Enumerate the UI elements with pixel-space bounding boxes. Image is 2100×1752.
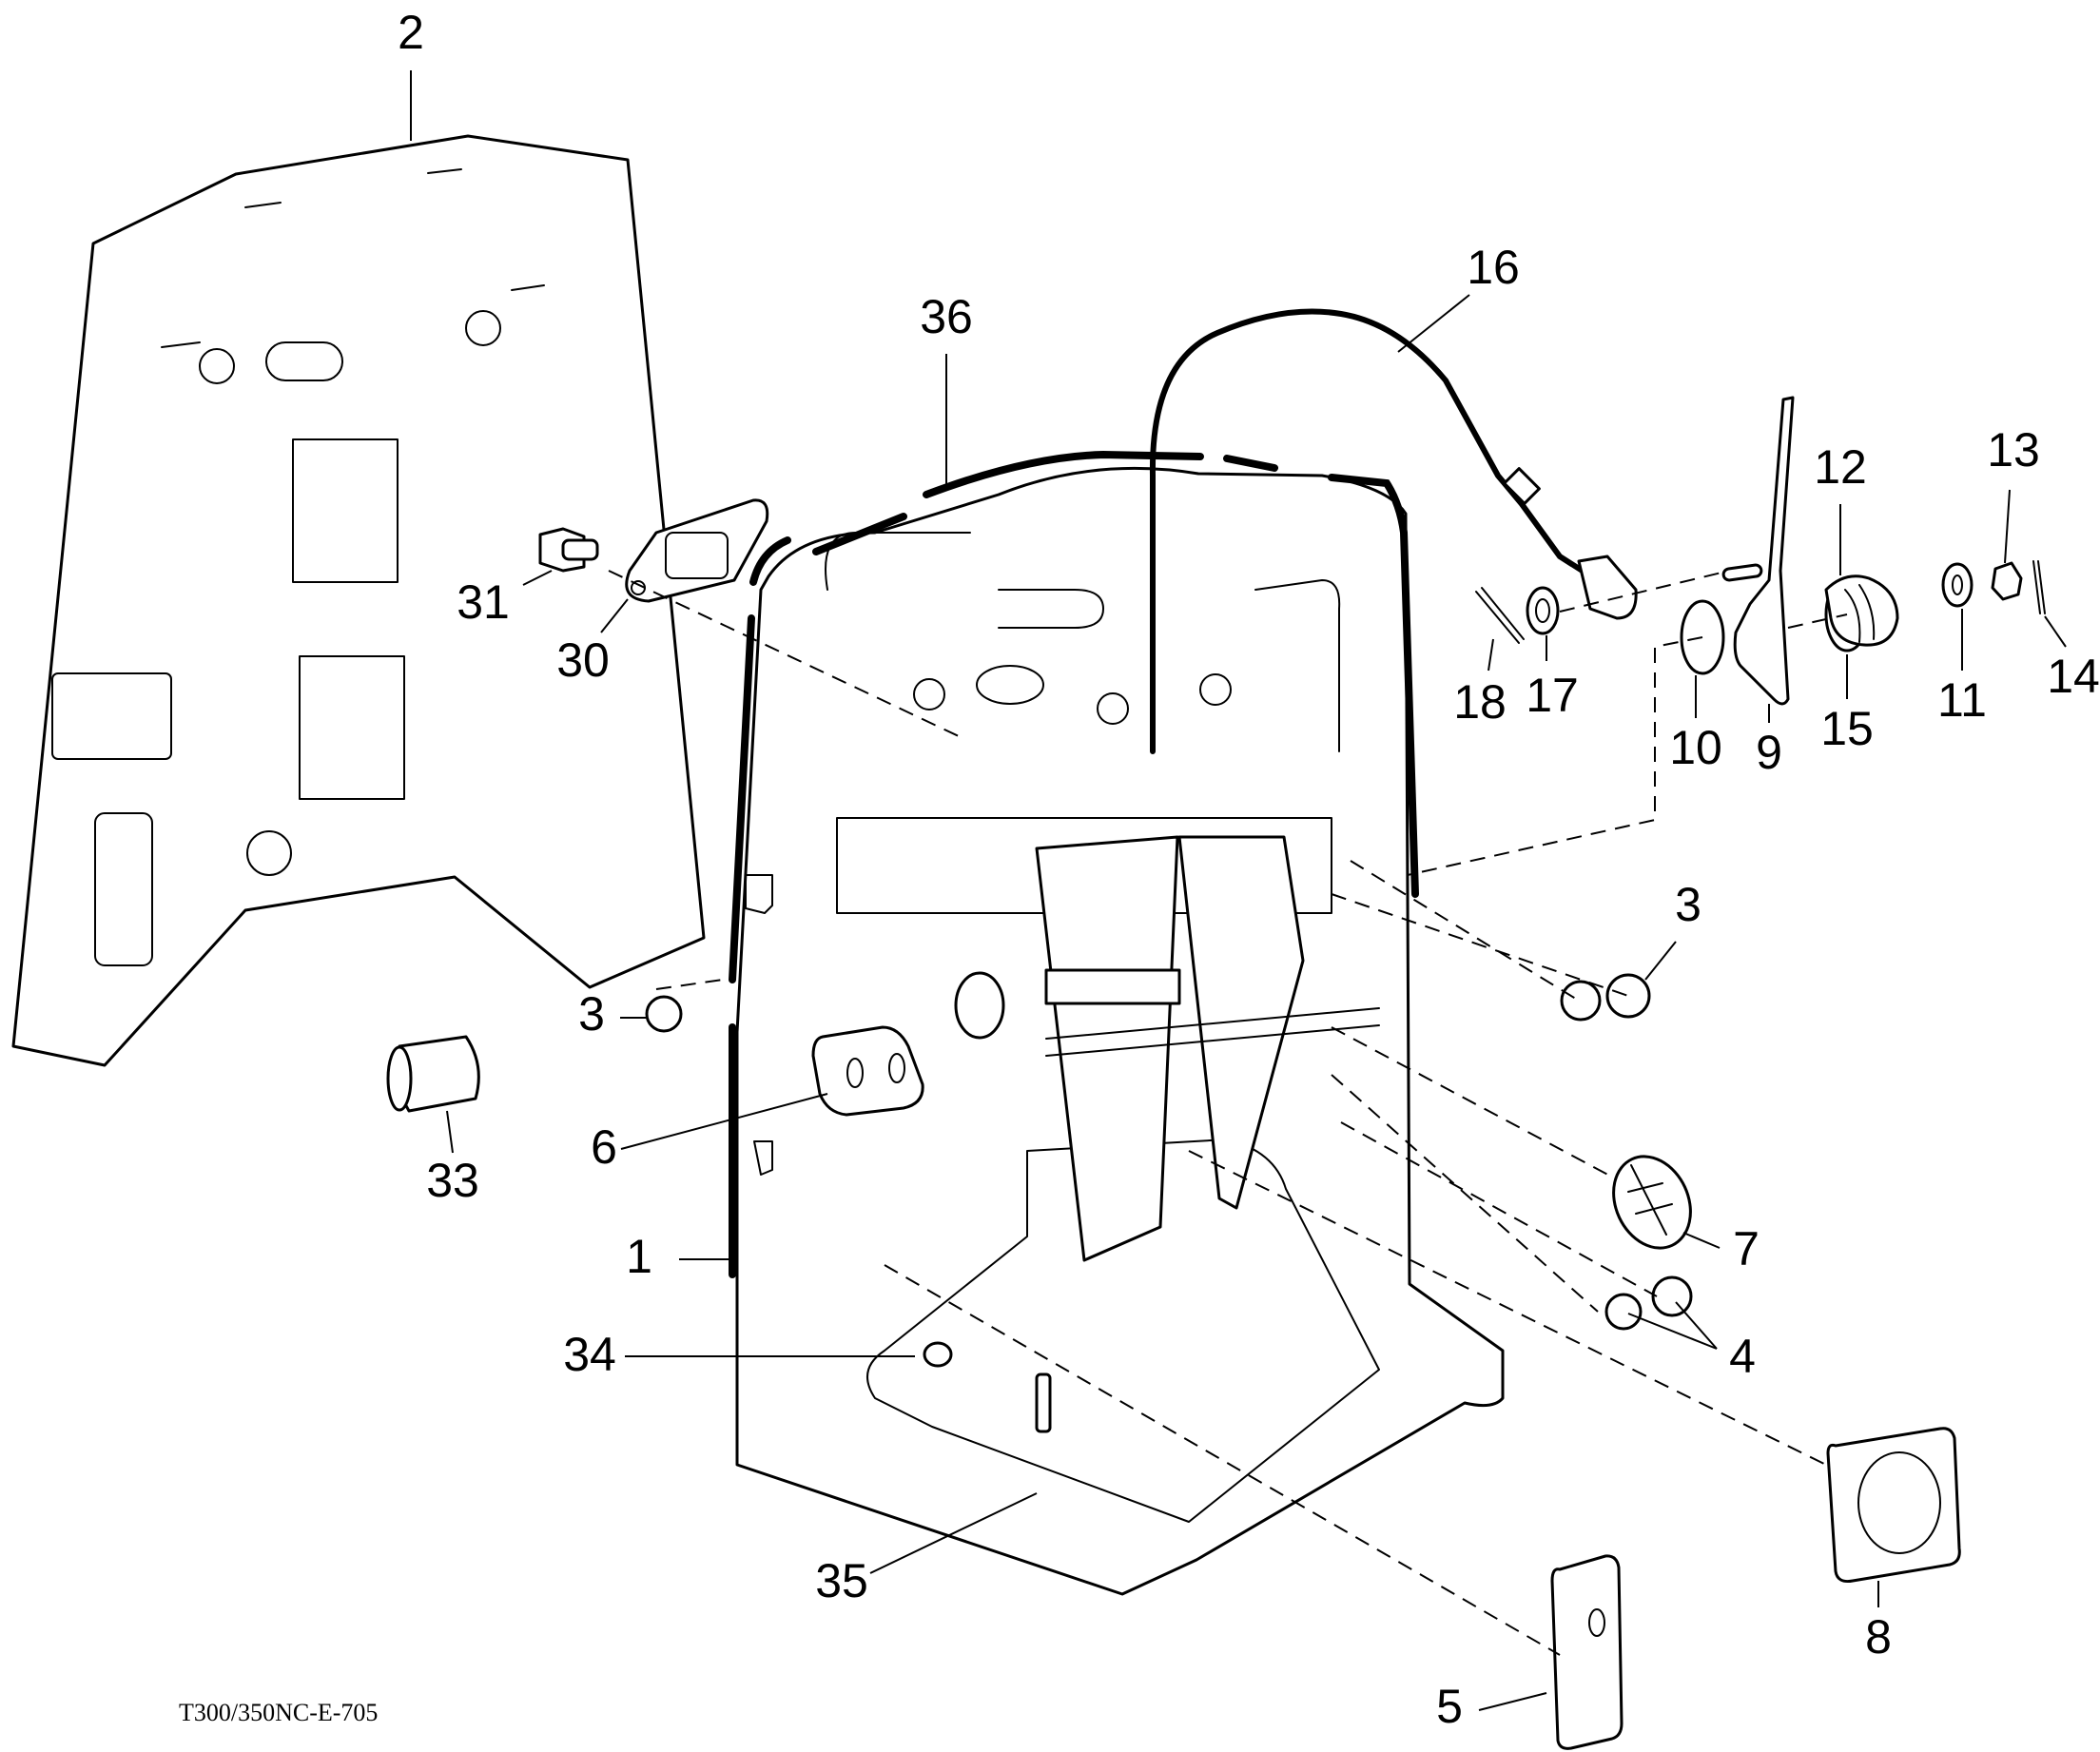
- callout-label: 3: [1675, 878, 1701, 931]
- callout-label: 6: [591, 1120, 617, 1174]
- leader-line: [2044, 615, 2067, 648]
- leader-line: [522, 570, 553, 586]
- callout-c30: 30: [556, 598, 629, 687]
- callout-c4: 4: [1627, 1301, 1756, 1383]
- callout-c31: 31: [457, 570, 553, 629]
- leader-line: [2004, 489, 2011, 564]
- callout-c18: 18: [1453, 638, 1507, 729]
- callout-c3b: 3: [1644, 878, 1701, 981]
- callout-label: 33: [426, 1154, 479, 1207]
- callout-label: 10: [1669, 721, 1722, 774]
- side-panel-part-2: [11, 134, 706, 1067]
- callout-label: 5: [1436, 1680, 1463, 1733]
- callout-label: 34: [563, 1328, 616, 1381]
- callout-c9: 9: [1756, 704, 1782, 779]
- callout-label: 18: [1453, 675, 1507, 729]
- callout-label: 31: [457, 575, 510, 629]
- callout-label: 1: [626, 1230, 652, 1283]
- leader-line: [1675, 1301, 1718, 1350]
- callout-label: 3: [578, 987, 605, 1041]
- callout-label: 17: [1526, 669, 1579, 722]
- callout-c5: 5: [1436, 1680, 1547, 1733]
- leader-line: [446, 1110, 454, 1154]
- callout-c3a: 3: [578, 987, 647, 1041]
- callout-label: 35: [815, 1554, 868, 1607]
- leader-line: [600, 598, 629, 633]
- callout-c7: 7: [1682, 1222, 1760, 1275]
- callout-c8: 8: [1865, 1581, 1892, 1664]
- callout-label: 12: [1814, 440, 1867, 494]
- leader-line: [1627, 1313, 1718, 1350]
- callout-c2: 2: [398, 6, 424, 141]
- leader-line: [1488, 638, 1494, 672]
- leader-line: [1478, 1692, 1547, 1711]
- leader-line: [1682, 1232, 1721, 1249]
- callout-c12: 12: [1814, 440, 1867, 575]
- gasket-plate-part-30: [538, 498, 769, 603]
- leader-line: [869, 1492, 1038, 1574]
- callout-c6: 6: [591, 1093, 828, 1174]
- callout-c1: 1: [626, 1230, 732, 1283]
- callout-c16: 16: [1397, 241, 1520, 353]
- callout-label: 4: [1729, 1330, 1756, 1383]
- callout-c13: 13: [1987, 423, 2040, 564]
- assembly-lines: [608, 570, 1848, 1656]
- callout-label: 13: [1987, 423, 2040, 477]
- main-frame-part-1: [729, 450, 1505, 1596]
- callout-label: 15: [1820, 702, 1874, 755]
- callout-label: 8: [1865, 1610, 1892, 1664]
- callout-c14: 14: [2044, 615, 2100, 703]
- callout-label: 11: [1937, 673, 1987, 727]
- callout-c35: 35: [815, 1492, 1038, 1607]
- callout-c17: 17: [1526, 635, 1579, 722]
- callout-c15: 15: [1820, 654, 1874, 755]
- callout-c10: 10: [1669, 675, 1722, 774]
- callout-c33: 33: [426, 1110, 479, 1207]
- callout-label: 9: [1756, 726, 1782, 779]
- callout-label: 36: [920, 290, 973, 343]
- callout-label: 16: [1467, 241, 1520, 294]
- leader-line: [1397, 294, 1470, 353]
- callout-c11: 11: [1937, 609, 1987, 727]
- callout-label: 30: [556, 633, 610, 687]
- callout-label: 2: [398, 6, 424, 59]
- callout-c36: 36: [920, 290, 973, 485]
- leader-line: [1644, 941, 1677, 981]
- callout-label: 14: [2047, 650, 2100, 703]
- callout-label: 7: [1733, 1222, 1760, 1275]
- leader-line: [620, 1093, 828, 1150]
- drawing-reference-code: T300/350NC-E-705: [179, 1699, 379, 1726]
- callout-c34: 34: [563, 1328, 915, 1381]
